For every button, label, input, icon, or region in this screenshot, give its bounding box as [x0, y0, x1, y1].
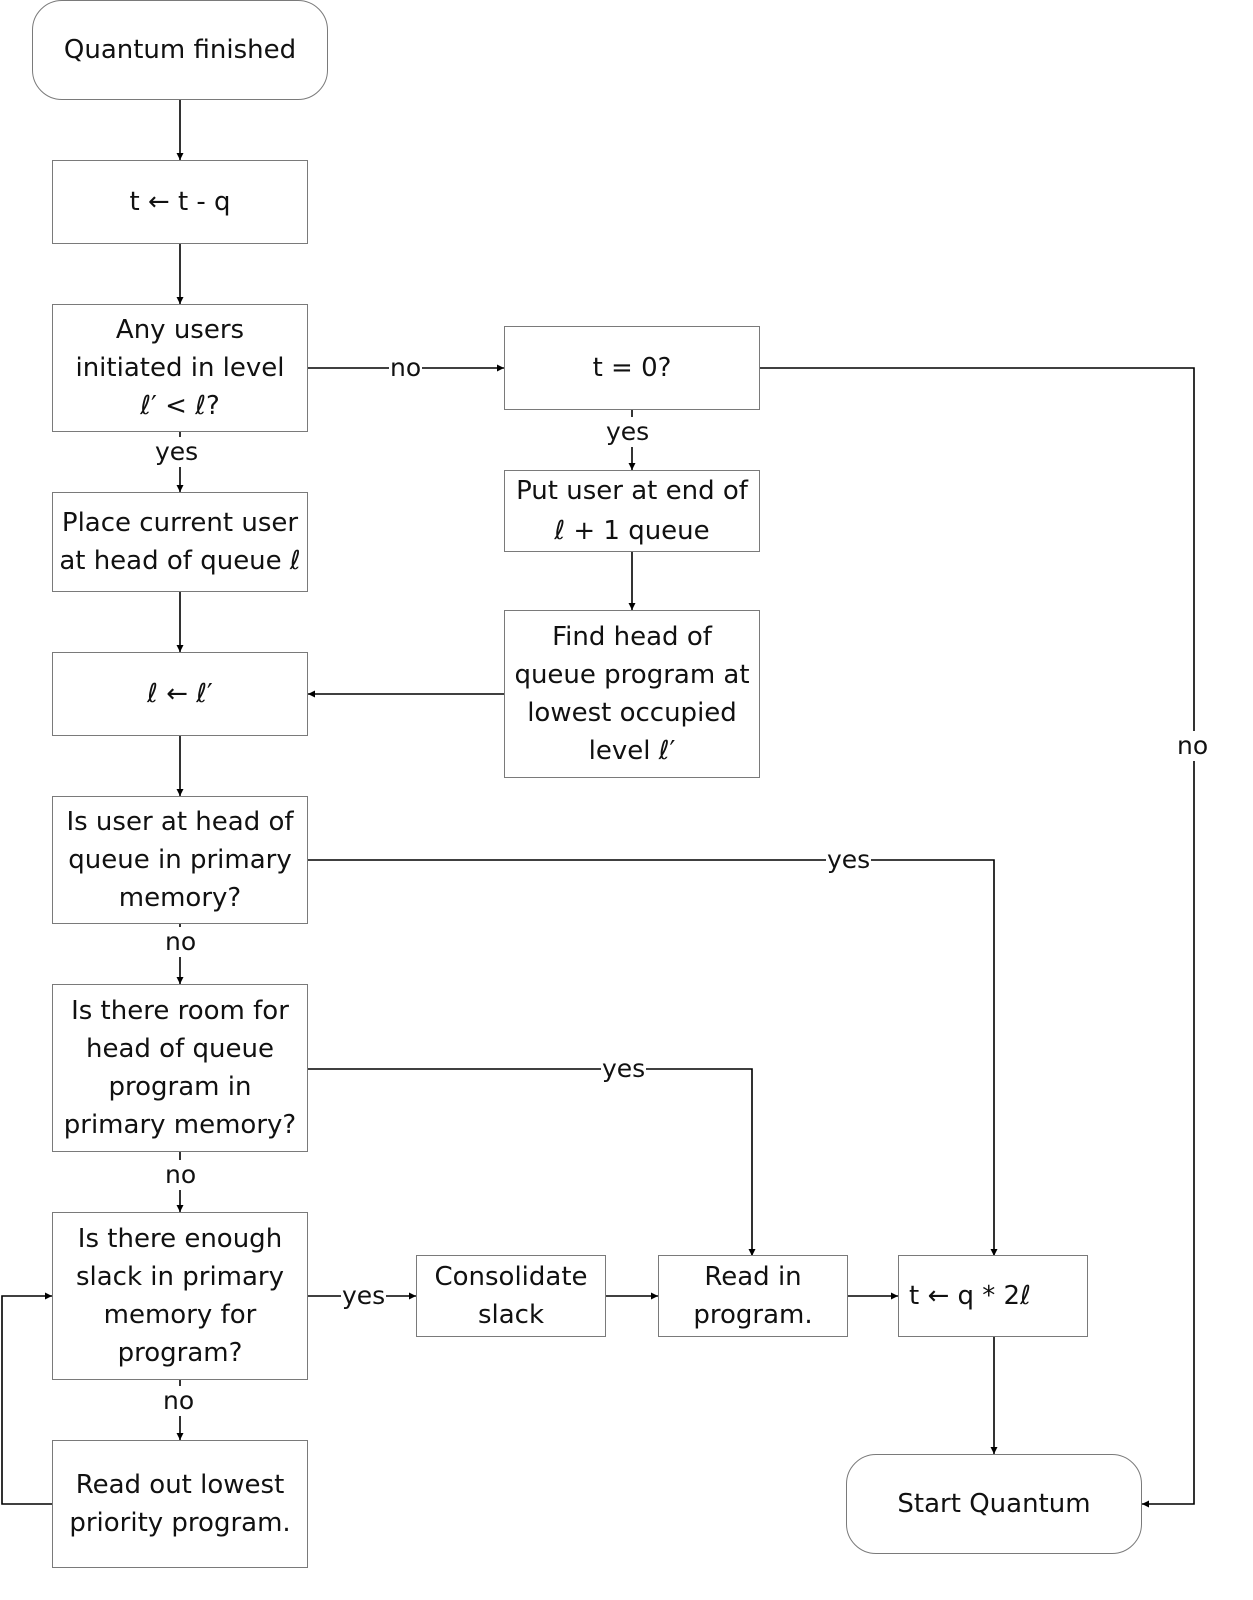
- arrow-t-zero-no: [760, 367, 1195, 1508]
- arrow-read-out-loop: [1, 1292, 52, 1505]
- place-current-step: Place current user at head of queue ℓ: [52, 492, 308, 592]
- set-t-step: t ← q * 2ℓ: [898, 1255, 1088, 1337]
- arrow-head-primary-yes: [308, 859, 998, 1256]
- label-room-yes: yes: [601, 1054, 647, 1084]
- label-any-users-yes: yes: [154, 437, 200, 467]
- label-room-no: no: [164, 1160, 198, 1190]
- arrow-room-yes: [308, 1068, 756, 1256]
- slack-decision: Is there enough slack in primary memory …: [52, 1212, 308, 1380]
- read-in-step: Read in program.: [658, 1255, 848, 1337]
- find-head-step: Find head of queue program at lowest occ…: [504, 610, 760, 778]
- head-primary-decision: Is user at head of queue in primary memo…: [52, 796, 308, 924]
- consolidate-step: Consolidate slack: [416, 1255, 606, 1337]
- label-head-primary-no: no: [164, 927, 198, 957]
- read-out-step: Read out lowest priority program.: [52, 1440, 308, 1568]
- start-terminal: Quantum finished: [32, 0, 328, 100]
- label-slack-yes: yes: [341, 1281, 387, 1311]
- put-end-step: Put user at end of ℓ + 1 queue: [504, 470, 760, 552]
- decrement-step: t ← t - q: [52, 160, 308, 244]
- label-t-zero-no: no: [1176, 731, 1210, 761]
- end-terminal: Start Quantum: [846, 1454, 1142, 1554]
- assign-level-step: ℓ ← ℓ′: [52, 652, 308, 736]
- any-users-decision: Any users initiated in level ℓ′ < ℓ?: [52, 304, 308, 432]
- room-decision: Is there room for head of queue program …: [52, 984, 308, 1152]
- label-t-zero-yes: yes: [605, 417, 651, 447]
- t-zero-decision: t = 0?: [504, 326, 760, 410]
- label-head-primary-yes: yes: [826, 845, 872, 875]
- label-slack-no: no: [162, 1386, 196, 1416]
- label-any-users-no: no: [389, 353, 423, 383]
